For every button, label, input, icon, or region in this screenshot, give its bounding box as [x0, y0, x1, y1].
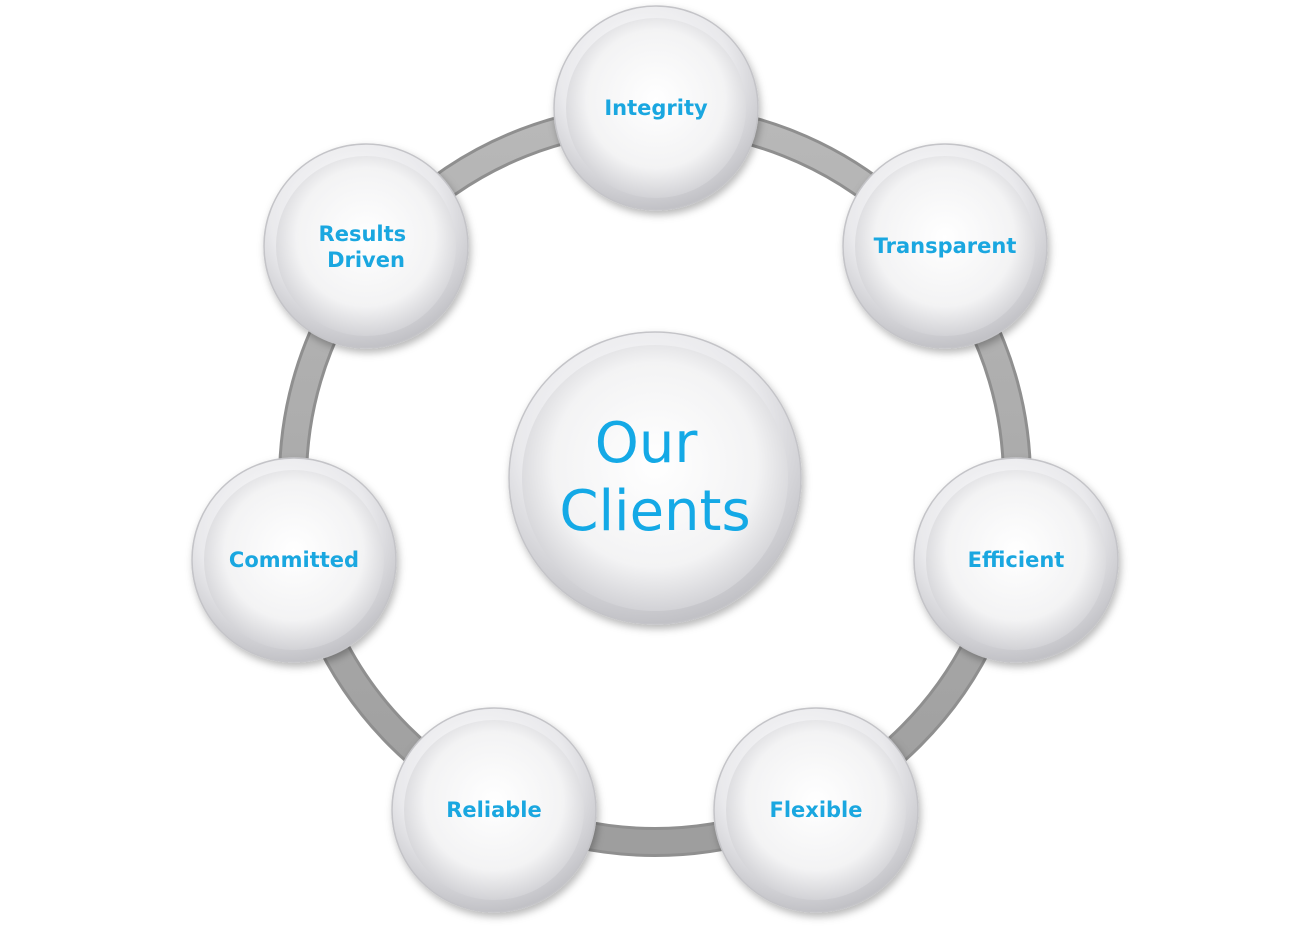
node-results-driven-label-line-1: Results: [319, 222, 407, 246]
node-committed-label: Committed: [229, 548, 359, 572]
node-transparent-label: Transparent: [874, 234, 1017, 258]
node-committed: Committed: [191, 457, 397, 663]
node-flexible: Flexible: [713, 707, 919, 913]
node-integrity-label: Integrity: [604, 96, 708, 120]
svg-text:Efficient: Efficient: [968, 548, 1065, 572]
center-label-line-1: Our: [595, 411, 699, 476]
node-transparent: Transparent: [842, 143, 1048, 349]
center-label: Our Clients: [559, 411, 750, 544]
svg-text:Reliable: Reliable: [446, 798, 541, 822]
node-results-driven: Results Driven: [263, 143, 469, 349]
node-efficient-label: Efficient: [968, 548, 1065, 572]
node-results-driven-label-line-2: Driven: [327, 248, 405, 272]
node-integrity: Integrity: [553, 5, 759, 211]
node-reliable: Reliable: [391, 707, 597, 913]
node-flexible-label: Flexible: [769, 798, 862, 822]
node-efficient: Efficient: [913, 457, 1119, 663]
svg-text:Committed: Committed: [229, 548, 359, 572]
node-reliable-label: Reliable: [446, 798, 541, 822]
svg-text:Flexible: Flexible: [769, 798, 862, 822]
svg-text:Results Driven: Results Driven: [319, 222, 414, 272]
center-circle: [508, 331, 802, 625]
center-label-line-2: Clients: [559, 479, 750, 544]
svg-text:Integrity: Integrity: [604, 96, 708, 120]
svg-text:Transparent: Transparent: [874, 234, 1017, 258]
